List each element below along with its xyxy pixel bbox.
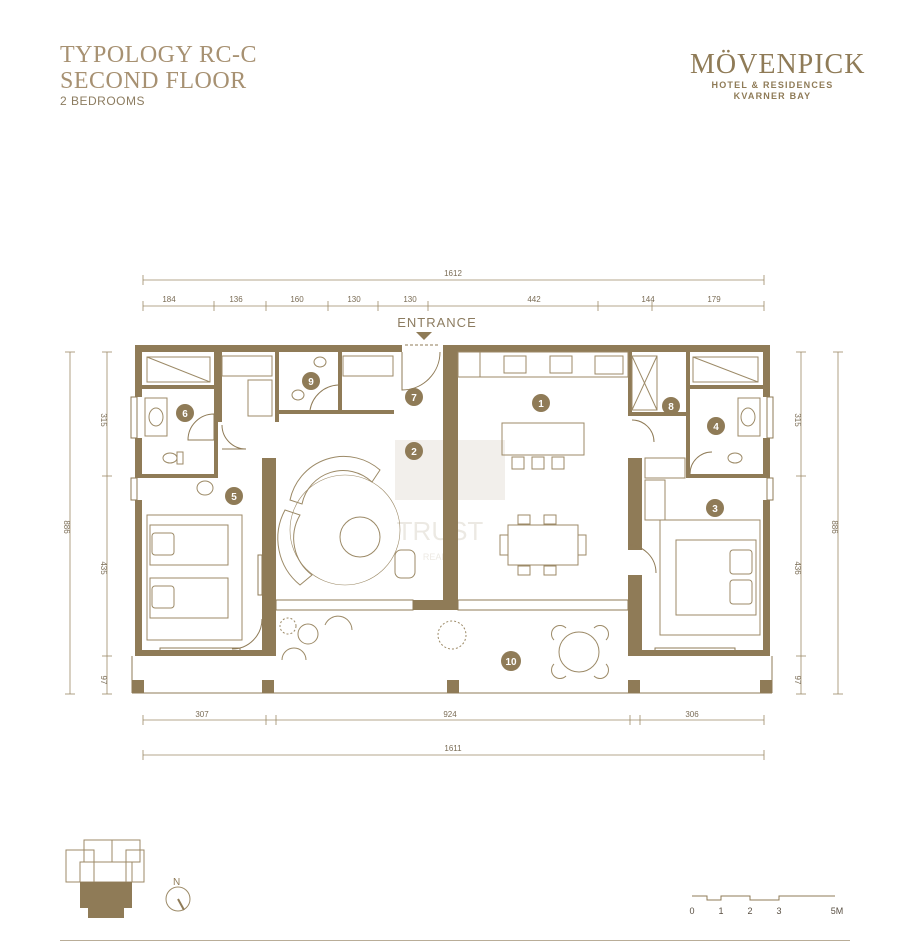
dim-right-2: 436 (793, 561, 802, 575)
title-line-2: SECOND FLOOR (60, 68, 247, 94)
movenpick-logo: MÖVENPICK HOTEL & RESIDENCES KVARNER BAY (690, 49, 866, 102)
room-marker-1: 1 (532, 394, 550, 412)
dim-bottom-1: 307 (195, 710, 209, 719)
dim-total-bottom: 1611 (444, 744, 462, 753)
north-compass-icon: N (165, 877, 191, 912)
dim-top-1: 184 (162, 295, 176, 304)
scale-label-1: 1 (718, 906, 723, 916)
page-title: TYPOLOGY RC-C SECOND FLOOR (60, 42, 257, 94)
dim-left-total: 886 (62, 520, 71, 534)
dim-top-7: 144 (641, 295, 655, 304)
entrance-label: ENTRANCE (397, 315, 477, 330)
dim-right-total: 886 (830, 520, 839, 534)
svg-text:5: 5 (231, 492, 237, 503)
dimension-labels: 1612 184 136 160 130 130 442 144 179 307… (62, 269, 839, 753)
watermark-sub: REALTY (423, 552, 457, 562)
dimension-lines (65, 275, 843, 760)
dim-top-4: 130 (347, 295, 361, 304)
entrance-arrow-icon (416, 332, 432, 340)
svg-text:1: 1 (538, 399, 544, 410)
room-marker-6: 6 (176, 404, 194, 422)
scale-bar: 0 1 2 3 5M (689, 895, 844, 916)
bedrooms-subtitle: 2 BEDROOMS (60, 94, 146, 108)
scale-label-0: 0 (689, 906, 694, 916)
room-marker-10: 10 (501, 651, 521, 671)
title-line-1: TYPOLOGY RC-C (60, 42, 257, 68)
room-marker-4: 4 (707, 417, 725, 435)
dim-left-3: 97 (99, 676, 108, 685)
logo-brand: MÖVENPICK (690, 49, 866, 80)
scale-label-5m: 5M (831, 906, 844, 916)
logo-line-2: KVARNER BAY (733, 91, 812, 101)
watermark-text: TRUST (397, 516, 484, 546)
dim-top-5: 130 (403, 295, 417, 304)
svg-text:8: 8 (668, 402, 674, 413)
room-markers: 1 2 3 4 5 6 7 8 9 10 (176, 372, 725, 671)
room-marker-2: 2 (405, 442, 423, 460)
thin-lines (130, 344, 774, 694)
dim-top-8: 179 (707, 295, 721, 304)
key-plan (65, 839, 145, 918)
logo-line-1: HOTEL & RESIDENCES (711, 80, 834, 90)
dim-top-2: 136 (229, 295, 243, 304)
dim-bottom-2: 924 (443, 710, 457, 719)
room-marker-3: 3 (706, 499, 724, 517)
svg-text:9: 9 (308, 377, 314, 388)
svg-text:6: 6 (182, 409, 188, 420)
furniture (144, 351, 761, 679)
svg-text:3: 3 (712, 504, 718, 515)
room-marker-9: 9 (302, 372, 320, 390)
dim-top-3: 160 (290, 295, 304, 304)
dim-total-top: 1612 (444, 269, 462, 278)
compass-label: N (173, 877, 180, 888)
scale-label-2: 2 (747, 906, 752, 916)
dim-top-6: 442 (527, 295, 541, 304)
room-marker-7: 7 (405, 388, 423, 406)
dim-left-1: 315 (99, 413, 108, 427)
svg-text:4: 4 (713, 422, 719, 433)
room-marker-8: 8 (662, 397, 680, 415)
svg-text:7: 7 (411, 393, 417, 404)
walls (132, 345, 772, 693)
dim-right-1: 315 (793, 413, 802, 427)
dim-bottom-3: 306 (685, 710, 699, 719)
scale-label-3: 3 (776, 906, 781, 916)
room-marker-5: 5 (225, 487, 243, 505)
dim-left-2: 435 (99, 561, 108, 575)
svg-text:2: 2 (411, 447, 417, 458)
dim-right-3: 97 (793, 676, 802, 685)
bottom-rule (60, 940, 850, 941)
svg-text:10: 10 (505, 657, 517, 668)
